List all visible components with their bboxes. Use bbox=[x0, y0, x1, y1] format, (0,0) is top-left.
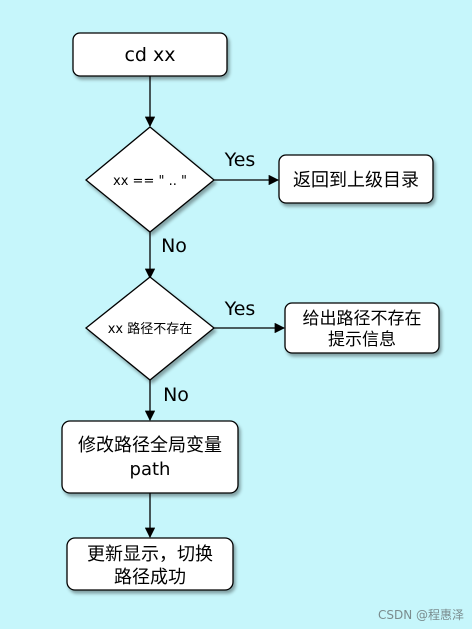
node-cd-line-1: cd xx bbox=[124, 44, 175, 66]
node-decision-parent: xx == " .. " bbox=[84, 126, 216, 233]
node-decision-not-exist: xx 路径不存在 bbox=[84, 276, 216, 381]
node-decision-parent-line-1: xx == " .. " bbox=[113, 174, 187, 189]
node-decision-not-exist-line-1: xx 路径不存在 bbox=[108, 321, 193, 337]
node-update-display-line-2: 路径成功 bbox=[114, 567, 186, 588]
edge-label-no1: No bbox=[161, 235, 187, 257]
node-not-exist-message: 给出路径不存在 提示信息 bbox=[284, 302, 440, 354]
watermark: CSDN @程惠泽 bbox=[377, 608, 464, 622]
node-update-display: 更新显示，切换 路径成功 bbox=[66, 537, 234, 591]
node-return-parent-line-1: 返回到上级目录 bbox=[293, 170, 419, 191]
node-modify-path: 修改路径全局变量 path bbox=[61, 420, 239, 494]
node-modify-path-line-1: 修改路径全局变量 bbox=[78, 435, 222, 456]
node-not-exist-message-line-2: 提示信息 bbox=[328, 330, 396, 350]
node-not-exist-message-line-1: 给出路径不存在 bbox=[303, 309, 422, 329]
node-modify-path-line-2: path bbox=[130, 459, 171, 480]
node-return-parent: 返回到上级目录 bbox=[278, 154, 434, 204]
node-cd: cd xx bbox=[72, 32, 228, 77]
edge-label-no2: No bbox=[163, 384, 189, 406]
edge-label-yes2: Yes bbox=[224, 298, 256, 320]
node-update-display-line-1: 更新显示，切换 bbox=[87, 544, 213, 565]
edge-label-yes1: Yes bbox=[224, 149, 256, 171]
